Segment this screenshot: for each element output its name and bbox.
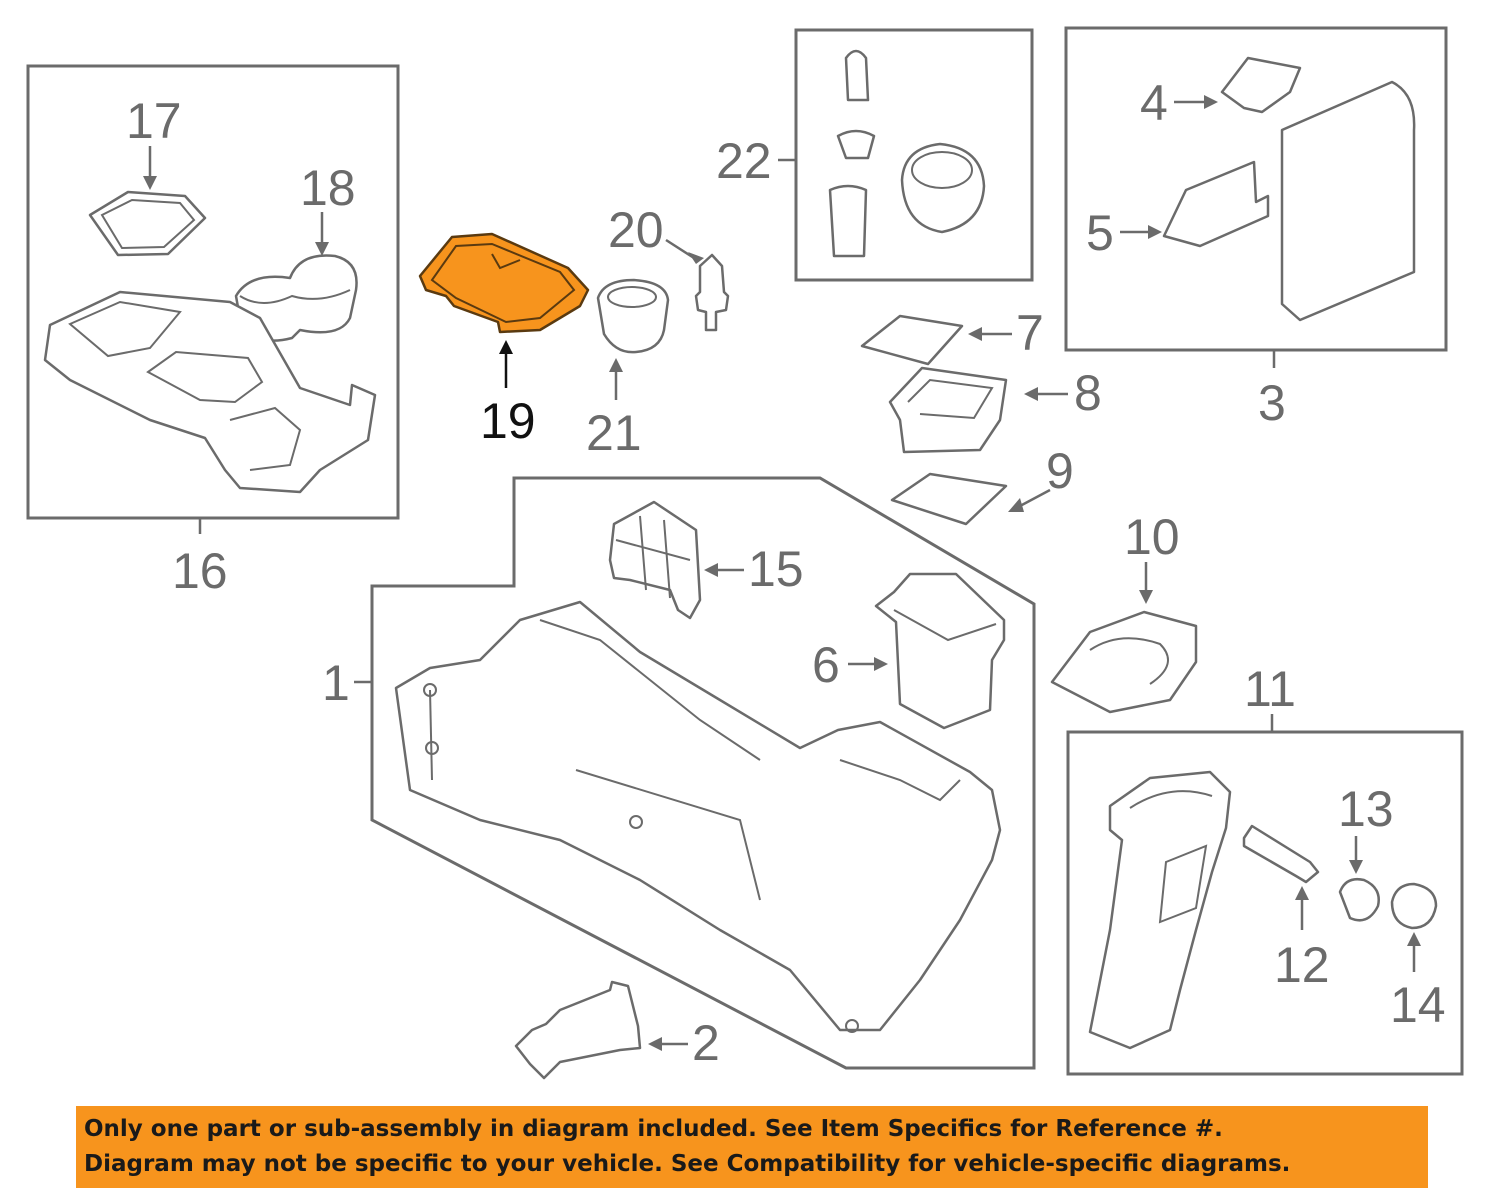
part-3-armrest-lid[interactable] (1280, 80, 1416, 322)
disclaimer-line-1: Only one part or sub-assembly in diagram… (84, 1116, 1223, 1142)
callout-20: 20 (608, 202, 664, 258)
part-6-storage-bin[interactable] (874, 572, 1006, 730)
callout-8: 8 (1074, 365, 1102, 421)
part-22-ring[interactable] (836, 129, 876, 160)
callout-15: 15 (748, 541, 804, 597)
part-22-plug[interactable] (844, 49, 870, 102)
group-box-3 (1064, 26, 1448, 352)
parts-diagram: 16 17 18 19 20 21 22 3 4 5 (26, 26, 1464, 1080)
group-box-11 (1066, 730, 1464, 1076)
callout-18: 18 (300, 160, 356, 216)
group-box-16 (26, 64, 400, 520)
part-14-knob[interactable] (1390, 882, 1438, 930)
part-10-cup-insert[interactable] (1050, 610, 1198, 714)
disclaimer-banner: Only one part or sub-assembly in diagram… (76, 1106, 1428, 1188)
callout-12: 12 (1274, 937, 1330, 993)
callout-7: 7 (1016, 305, 1044, 361)
callout-3: 3 (1258, 375, 1286, 431)
part-17-pad[interactable] (88, 190, 207, 257)
part-20-switch[interactable] (694, 253, 730, 332)
group-box-1 (370, 476, 1036, 1070)
part-22-sleeve[interactable] (828, 184, 868, 258)
callout-22: 22 (716, 133, 772, 189)
disclaimer-line-2: Diagram may not be specific to your vehi… (84, 1151, 1291, 1177)
callout-6: 6 (812, 637, 840, 693)
part-13-clip[interactable] (1338, 878, 1380, 922)
callout-14: 14 (1390, 977, 1446, 1033)
callout-17: 17 (126, 93, 182, 149)
part-2-bracket[interactable] (514, 980, 642, 1080)
part-21-socket[interactable] (596, 278, 670, 354)
callout-16: 16 (172, 543, 228, 599)
part-15-bracket[interactable] (608, 500, 702, 620)
callout-13: 13 (1338, 781, 1394, 837)
part-4-latch[interactable] (1220, 56, 1302, 114)
part-9-mat[interactable] (890, 472, 1008, 526)
callout-11: 11 (1244, 661, 1296, 717)
group-box-22 (794, 28, 1034, 282)
part-16-console-tray[interactable] (43, 290, 377, 494)
callout-5: 5 (1086, 205, 1114, 261)
callout-19: 19 (480, 393, 536, 449)
part-11-cup-holder[interactable] (1088, 770, 1232, 1050)
callout-9: 9 (1046, 443, 1074, 499)
callout-2: 2 (692, 1015, 720, 1071)
callout-21: 21 (586, 405, 642, 461)
part-19-console-liner[interactable] (418, 232, 590, 334)
callout-10: 10 (1124, 509, 1180, 565)
part-7-mat[interactable] (860, 314, 964, 366)
callout-1: 1 (322, 655, 350, 711)
part-8-bin[interactable] (888, 366, 1008, 454)
part-12-pin[interactable] (1242, 824, 1320, 884)
part-5-bracket[interactable] (1162, 160, 1270, 248)
callout-4: 4 (1140, 75, 1168, 131)
part-1-console-body[interactable] (394, 600, 1002, 1032)
